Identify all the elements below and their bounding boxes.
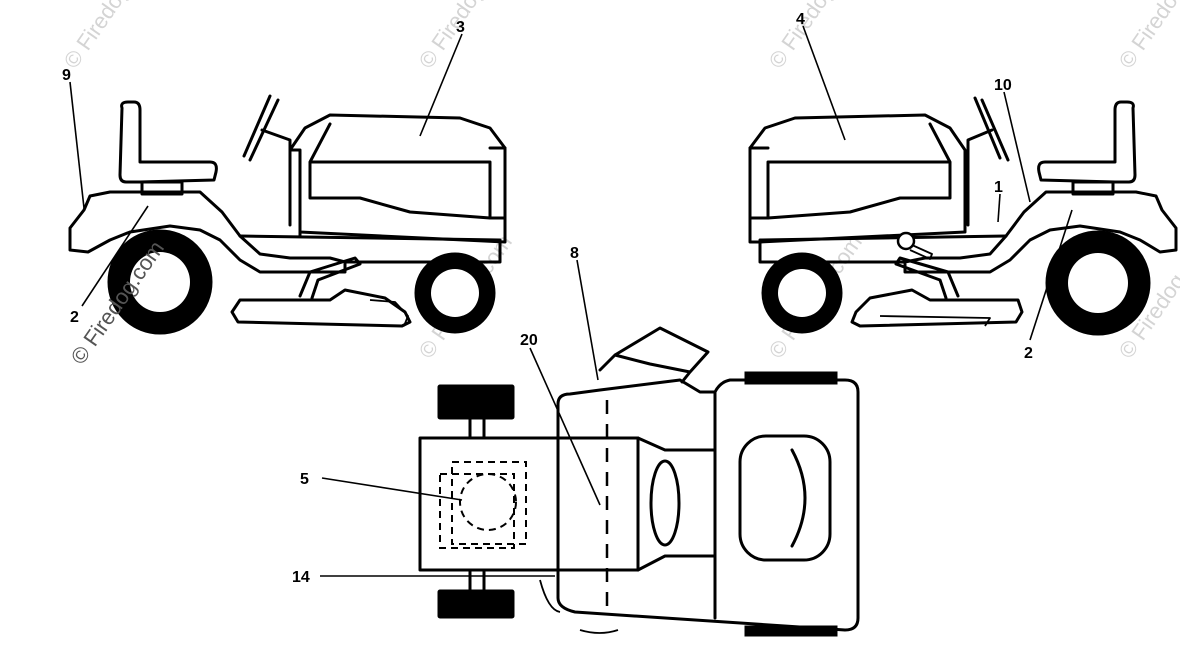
lower-arc-top xyxy=(539,579,619,634)
lever-right xyxy=(909,244,933,260)
watermark-text: © Firedog.com xyxy=(1114,0,1180,73)
leader-2-left xyxy=(81,205,149,307)
callout-2-left: 2 xyxy=(70,309,79,326)
body-top xyxy=(556,378,860,632)
steering-column-right xyxy=(966,128,994,227)
rear-hub-right xyxy=(1068,253,1128,313)
leader-2-right xyxy=(1029,209,1073,341)
discharge-chute-left xyxy=(369,299,409,327)
callout-4: 4 xyxy=(796,11,805,28)
decal-outline-circle xyxy=(459,473,517,531)
callout-1: 1 xyxy=(994,179,1003,196)
leader-8 xyxy=(576,259,599,381)
tractor-top-view xyxy=(418,326,860,637)
tractor-right-side-view xyxy=(748,96,1178,336)
front-hub-right xyxy=(778,269,826,317)
steering-wheel-top xyxy=(649,459,681,547)
hood-right-panel xyxy=(766,122,952,220)
mower-deck-right xyxy=(850,288,1024,328)
leader-20 xyxy=(529,347,601,506)
leader-9 xyxy=(69,81,85,209)
leader-3 xyxy=(419,33,463,137)
callout-2-right: 2 xyxy=(1024,345,1033,362)
callout-5: 5 xyxy=(300,471,309,488)
steering-wheel-right-rim xyxy=(973,96,1002,160)
deck-lift-left xyxy=(298,256,362,300)
steering-wheel-left-rim xyxy=(242,94,272,158)
steering-wheel-right xyxy=(980,98,1010,162)
leader-1 xyxy=(997,193,1001,223)
tractor-left-side-view xyxy=(68,94,507,335)
hood-left-panel xyxy=(308,122,492,220)
frame-right xyxy=(758,234,1008,264)
mower-deck-left xyxy=(230,288,412,328)
rear-hub-left xyxy=(130,252,190,312)
steering-column-left xyxy=(260,128,292,227)
watermark-text: © Firedog.com xyxy=(764,0,867,73)
decal-outline-square-b xyxy=(439,473,515,549)
front-hub-left xyxy=(431,269,479,317)
watermarks: © Firedog.com © Firedog.com © Firedog.co… xyxy=(59,0,1180,363)
hood-left xyxy=(288,113,507,244)
front-wheel-top-lower xyxy=(437,589,515,619)
rear-wheel-top-lower xyxy=(744,625,838,637)
callout-9: 9 xyxy=(62,67,71,84)
seat-post-right xyxy=(1071,180,1115,196)
seat-right xyxy=(1037,100,1137,184)
callout-20: 20 xyxy=(520,332,538,349)
seat-top xyxy=(738,434,832,562)
hood-right xyxy=(748,113,967,244)
callout-3: 3 xyxy=(456,19,465,36)
callout-14: 14 xyxy=(292,569,310,586)
engine-cover-top xyxy=(598,326,710,384)
deck-lift-right xyxy=(894,256,960,300)
grille-left xyxy=(488,146,507,220)
lever-knob-right xyxy=(896,231,916,251)
watermark-text: © Firedog.com xyxy=(59,0,162,73)
callout-8: 8 xyxy=(570,245,579,262)
seat-top-inner xyxy=(790,448,807,548)
discharge-chute-right xyxy=(879,315,991,327)
seat-left xyxy=(118,100,218,184)
leader-5 xyxy=(321,477,463,501)
frame-left xyxy=(238,230,502,264)
leader-10 xyxy=(1003,91,1031,203)
rear-fender-left xyxy=(68,190,347,274)
rear-fender-right xyxy=(903,190,1178,274)
callouts: 9 2 3 4 10 1 2 8 20 5 14 xyxy=(62,11,1033,586)
decal-outline-square xyxy=(451,461,527,545)
grille-right xyxy=(748,146,770,220)
leader-4 xyxy=(802,25,846,141)
leader-lines xyxy=(69,25,1073,577)
seat-post-left xyxy=(140,180,184,196)
front-wheel-top-upper xyxy=(437,384,515,420)
callout-10: 10 xyxy=(994,77,1012,94)
steering-neck-top xyxy=(636,436,717,572)
rear-wheel-top-upper xyxy=(744,371,838,385)
watermark-text: © Firedog.com xyxy=(414,0,517,73)
